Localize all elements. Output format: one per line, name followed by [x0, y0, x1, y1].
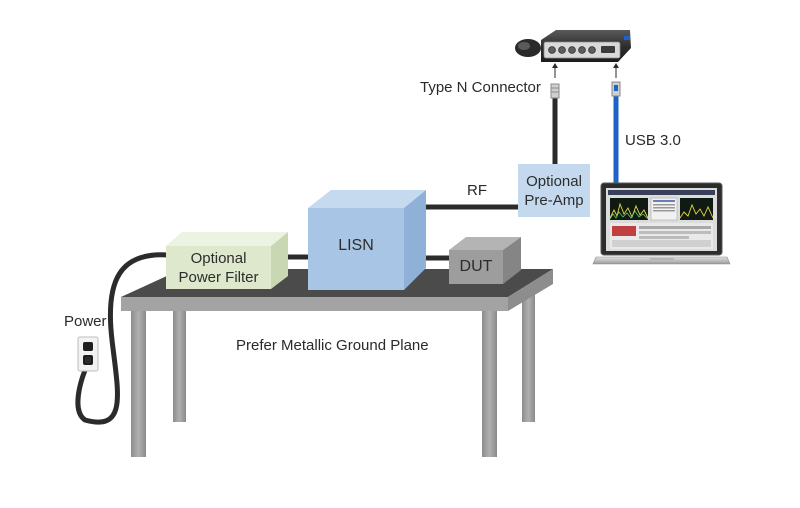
table-leg-back-right	[522, 290, 535, 422]
lisn-label: LISN	[338, 237, 374, 254]
wall-outlet-icon	[77, 336, 99, 372]
table-leg-back-left	[173, 300, 186, 422]
power-filter-label: Optional Power Filter	[166, 249, 271, 287]
dut-label: DUT	[459, 258, 493, 275]
power-label: Power	[64, 313, 107, 330]
rf-label: RF	[467, 182, 487, 199]
power-filter-box	[166, 232, 288, 289]
lisn-box	[308, 190, 426, 290]
spectrum-analyzer-icon	[515, 30, 631, 62]
type-n-connector-icon	[550, 83, 560, 99]
laptop-icon	[592, 182, 731, 265]
table-front-edge	[121, 297, 508, 311]
usb-label: USB 3.0	[625, 132, 681, 149]
table-leg-front-right	[482, 305, 497, 457]
pre-amp-box	[518, 164, 590, 217]
pre-amp-label-line1: Optional	[526, 173, 582, 190]
table-legs	[131, 290, 535, 457]
ground-plane-label: Prefer Metallic Ground Plane	[236, 337, 429, 354]
table-side-edge	[508, 269, 553, 311]
power-cable	[75, 252, 171, 425]
pre-amp-label: Optional Pre-Amp	[518, 172, 590, 210]
type-n-connector-label: Type N Connector	[420, 79, 541, 96]
usb-connector-icon	[611, 81, 621, 97]
dut-box	[449, 237, 521, 284]
table-leg-front-left	[131, 305, 146, 457]
power-filter-label-line2: Power Filter	[178, 269, 259, 286]
pre-amp-label-line2: Pre-Amp	[524, 192, 584, 209]
power-filter-label-line1: Optional	[190, 250, 247, 267]
